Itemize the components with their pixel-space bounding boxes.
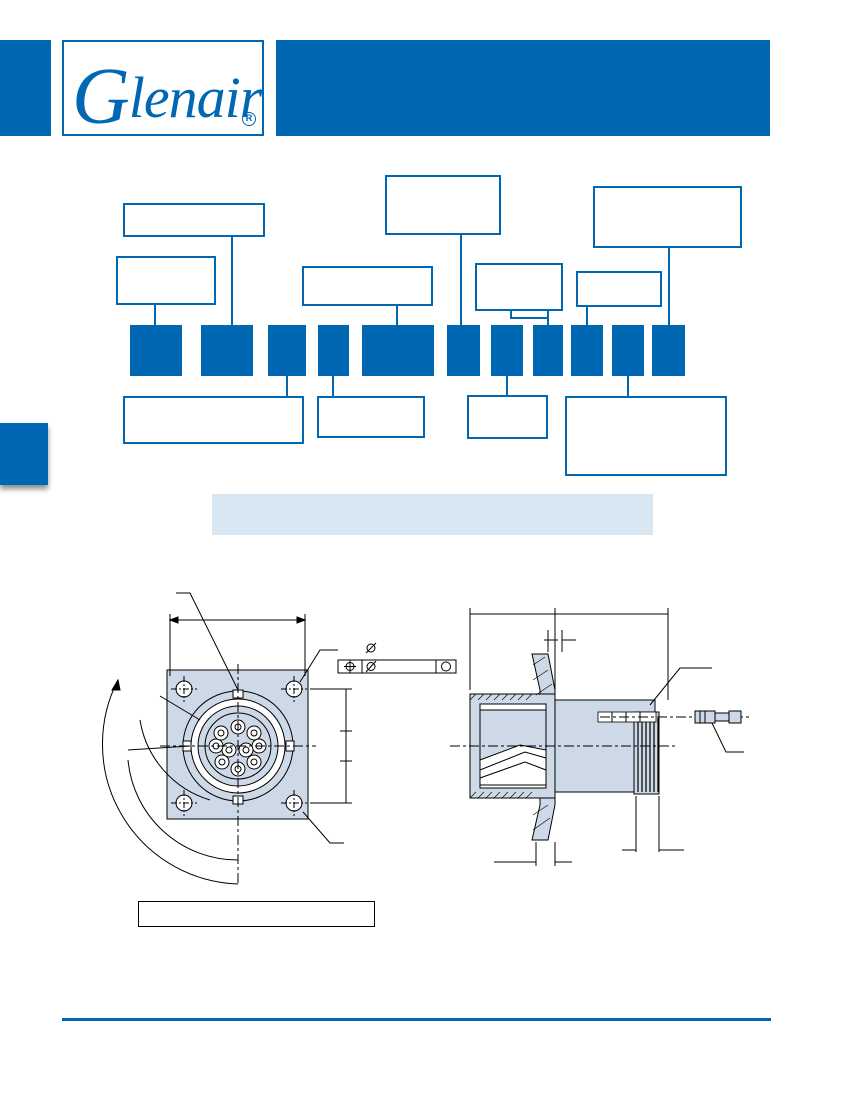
callout-box-10 bbox=[467, 395, 548, 439]
callout-box-1 bbox=[123, 203, 265, 237]
left-header-bar bbox=[0, 40, 51, 136]
logo-wordmark: Glenair bbox=[72, 53, 262, 141]
side-view bbox=[450, 608, 752, 866]
callout-box-5 bbox=[475, 263, 563, 311]
code-block-11 bbox=[652, 325, 685, 376]
callout-box-3 bbox=[302, 266, 433, 306]
code-block-6 bbox=[447, 325, 480, 376]
glenair-logo: Glenair R bbox=[62, 40, 264, 141]
callout-box-8 bbox=[123, 396, 304, 444]
callout-box-6 bbox=[576, 271, 662, 307]
code-block-3 bbox=[268, 325, 306, 376]
front-view bbox=[101, 592, 352, 886]
info-band bbox=[212, 494, 653, 535]
code-block-10 bbox=[612, 325, 644, 376]
callout-leaders bbox=[154, 235, 670, 396]
footer-rule bbox=[62, 1018, 771, 1021]
header-title-bar bbox=[276, 40, 770, 136]
code-block-4 bbox=[318, 325, 349, 376]
drawing-caption-box bbox=[138, 901, 375, 927]
contact-pin bbox=[694, 710, 744, 753]
callout-box-11 bbox=[565, 396, 727, 476]
code-block-2 bbox=[201, 325, 253, 376]
tolerance-frame bbox=[337, 642, 457, 674]
code-block-5 bbox=[362, 325, 434, 376]
code-block-7 bbox=[491, 325, 523, 376]
callout-box-2 bbox=[116, 256, 216, 305]
callout-box-7 bbox=[593, 186, 742, 248]
side-tab bbox=[0, 423, 48, 485]
registered-mark: R bbox=[242, 112, 256, 126]
code-block-1 bbox=[130, 325, 182, 376]
code-block-9 bbox=[571, 325, 603, 376]
code-block-8 bbox=[533, 325, 563, 376]
callout-box-4 bbox=[385, 175, 501, 235]
callout-box-9 bbox=[317, 396, 425, 438]
